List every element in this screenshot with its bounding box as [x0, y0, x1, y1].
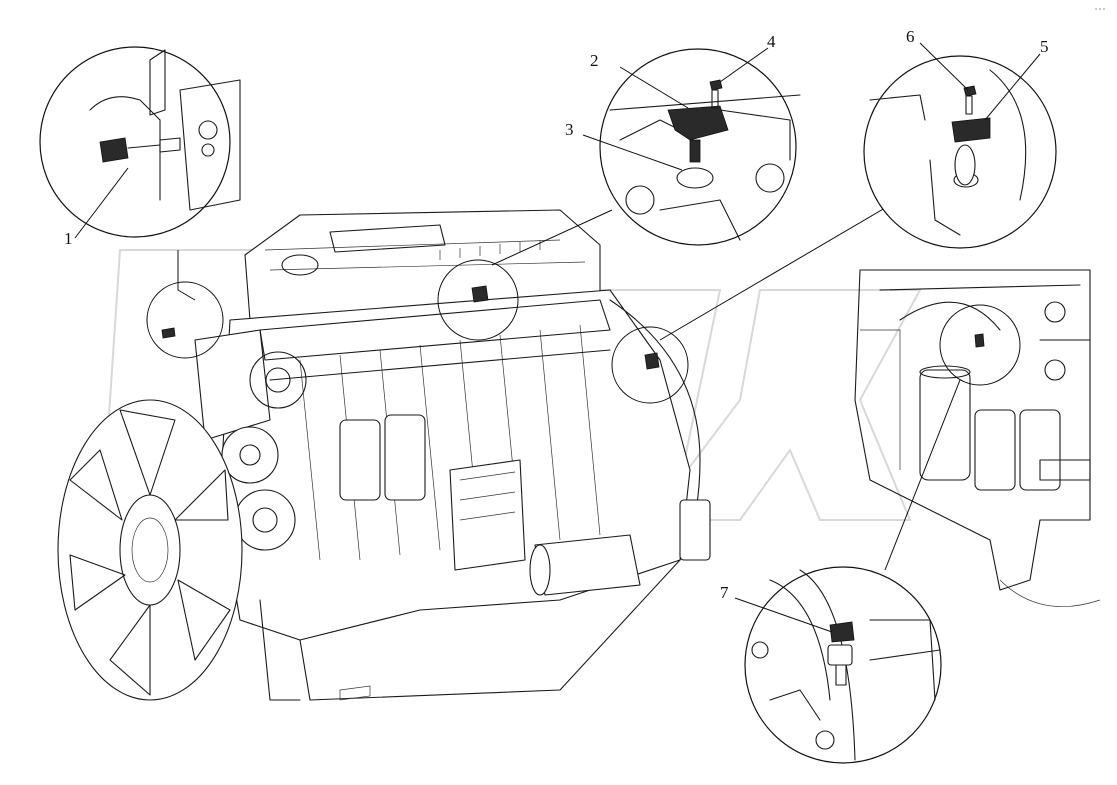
detail-circle-1 [39, 46, 241, 359]
detail-circle-5-6 [611, 55, 1057, 404]
callout-3: 3 [565, 120, 574, 139]
leader-5 [984, 53, 1041, 121]
leader-7 [734, 597, 833, 633]
engine-block [194, 209, 711, 701]
leader-3 [582, 134, 683, 171]
leader-1 [74, 167, 129, 239]
callout-4: 4 [767, 32, 776, 51]
leader-4 [719, 47, 769, 83]
callout-1: 1 [64, 229, 73, 248]
side-engine-view [854, 269, 1101, 607]
detail-circle-2-3-4 [437, 48, 801, 341]
corner-mark: ° ° ° [1095, 7, 1106, 14]
leader-2 [619, 66, 689, 109]
cooling-fan [57, 399, 243, 701]
callout-5: 5 [1040, 37, 1049, 56]
callout-7: 7 [720, 583, 729, 602]
leader-6 [919, 42, 969, 91]
callout-2: 2 [590, 51, 599, 70]
detail-circle-7 [744, 566, 942, 764]
callout-6: 6 [906, 27, 915, 46]
